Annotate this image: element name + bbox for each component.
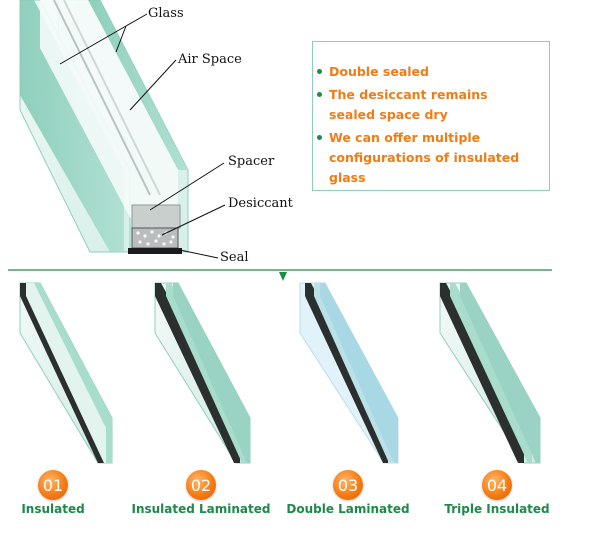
feature-text: Double sealed [329, 64, 429, 79]
divider-arrow-icon [279, 272, 287, 281]
glass-type-label-01: Insulated [21, 502, 85, 516]
glass-type-03-illustration [299, 282, 399, 464]
number-badge-02: 02 [186, 470, 216, 500]
callout-air-space: Air Space [178, 52, 242, 67]
callout-seal: Seal [220, 250, 249, 265]
features-panel: Double sealed The desiccant remains seal… [312, 41, 550, 191]
number-badge-04: 04 [482, 470, 512, 500]
bullet-icon [317, 135, 322, 140]
callout-desiccant: Desiccant [228, 196, 293, 211]
feature-text: sealed space dry [329, 107, 448, 122]
number-badge-03: 03 [333, 470, 363, 500]
glass-type-01-illustration [19, 282, 113, 464]
callout-glass: Glass [148, 6, 184, 21]
bullet-icon [317, 69, 322, 74]
spacer-bar [131, 204, 181, 229]
feature-item: We can offer multiple [317, 128, 549, 148]
feature-item-continuation: sealed space dry [317, 105, 549, 125]
feature-text: We can offer multiple [329, 130, 481, 145]
feature-text: configurations of insulated glass [329, 150, 520, 185]
outer-glass-edge [88, 0, 188, 170]
inner-glass-edge [20, 0, 124, 252]
insulated-glass-cross-section [8, 0, 552, 281]
feature-text: The desiccant remains [329, 87, 488, 102]
seal-strip [128, 248, 182, 254]
glass-type-02-illustration [154, 282, 251, 464]
feature-item-continuation: configurations of insulated glass [317, 148, 549, 188]
glass-type-illustrations [19, 282, 541, 464]
callout-spacer: Spacer [228, 154, 275, 169]
bullet-icon [317, 92, 322, 97]
number-badge-01: 01 [38, 470, 68, 500]
glass-type-label-02: Insulated Laminated [131, 502, 271, 516]
glass-type-label-04: Triple Insulated [444, 502, 550, 516]
glass-type-04-illustration [439, 282, 541, 464]
feature-item: Double sealed [317, 62, 549, 82]
glass-type-label-03: Double Laminated [286, 502, 410, 516]
feature-item: The desiccant remains [317, 85, 549, 105]
